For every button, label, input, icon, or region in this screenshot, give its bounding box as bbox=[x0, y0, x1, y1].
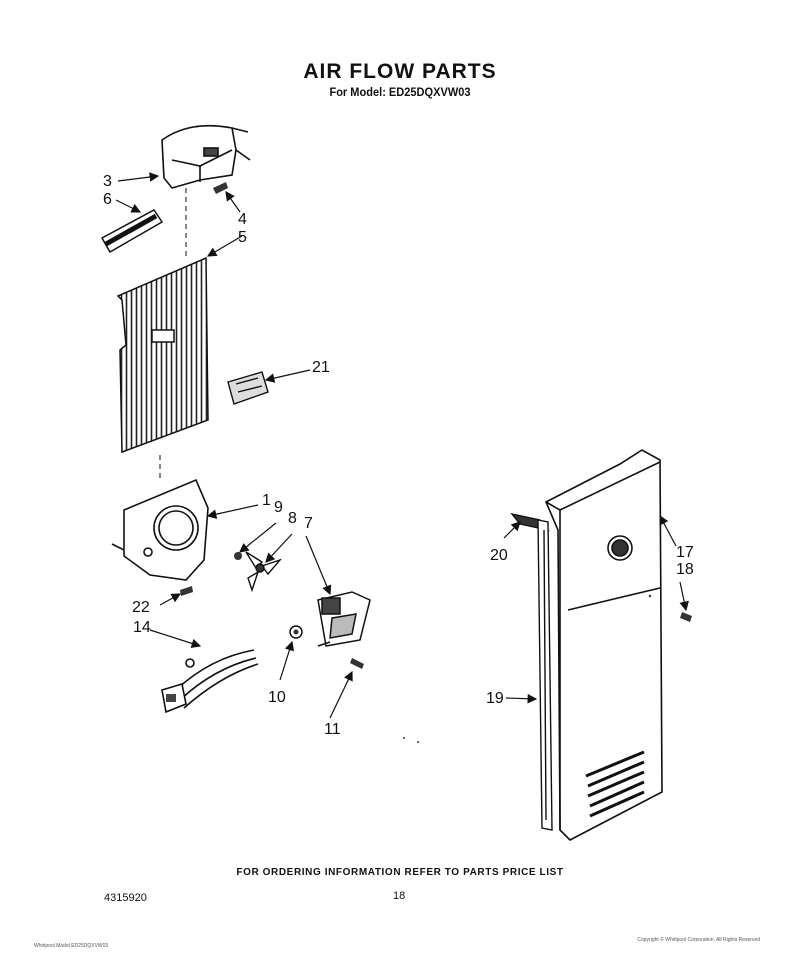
callout-11: 11 bbox=[324, 721, 341, 738]
side-gasket bbox=[537, 519, 553, 831]
page-title: AIR FLOW PARTS bbox=[303, 60, 497, 83]
vent-slots bbox=[585, 750, 645, 818]
screw-part-11 bbox=[350, 658, 364, 669]
screw-part-4 bbox=[213, 182, 228, 194]
wiring-harness bbox=[161, 649, 259, 714]
alignment-lines bbox=[159, 188, 187, 478]
callout-7: 7 bbox=[304, 515, 313, 532]
fan-shroud bbox=[111, 478, 209, 581]
fan-motor bbox=[317, 591, 371, 647]
callout-3: 3 bbox=[103, 173, 112, 190]
callout-1: 1 bbox=[262, 492, 271, 509]
air-diffuser bbox=[100, 209, 164, 254]
air-duct-housing bbox=[161, 124, 251, 189]
fan-blade bbox=[245, 551, 283, 593]
rear-access-panel bbox=[544, 449, 663, 841]
page-number: 18 bbox=[393, 890, 406, 902]
callout-20: 20 bbox=[490, 547, 508, 564]
callout-9: 9 bbox=[274, 499, 283, 516]
callout-10: 10 bbox=[268, 689, 286, 706]
callout-22: 22 bbox=[132, 599, 150, 616]
grommet-part-10 bbox=[289, 625, 303, 639]
callout-8: 8 bbox=[288, 510, 297, 527]
callout-5: 5 bbox=[238, 229, 247, 246]
model-subtitle: For Model: ED25DQXVW03 bbox=[329, 85, 471, 99]
callout-18: 18 bbox=[676, 561, 694, 578]
evaporator-cover bbox=[116, 256, 209, 454]
callout-4: 4 bbox=[238, 211, 247, 228]
nut-part-9 bbox=[234, 552, 242, 560]
callout-19: 19 bbox=[486, 690, 504, 707]
screw-part-18 bbox=[680, 612, 692, 622]
callout-17: 17 bbox=[676, 544, 694, 561]
fine-print-right: Copyright © Whirlpool Corporation. All R… bbox=[637, 937, 760, 943]
screw-part-22 bbox=[180, 586, 193, 596]
scan-specks bbox=[403, 594, 652, 743]
leader-lines bbox=[115, 172, 689, 719]
part-number: 4315920 bbox=[104, 892, 147, 904]
callout-21: 21 bbox=[312, 359, 330, 376]
cover-clip bbox=[227, 371, 269, 405]
fine-print-left: Whirlpool Model ED25DQXVW03 bbox=[34, 943, 109, 949]
ordering-note: FOR ORDERING INFORMATION REFER TO PARTS … bbox=[236, 867, 564, 878]
callout-6: 6 bbox=[103, 191, 112, 208]
callout-14: 14 bbox=[133, 619, 151, 636]
